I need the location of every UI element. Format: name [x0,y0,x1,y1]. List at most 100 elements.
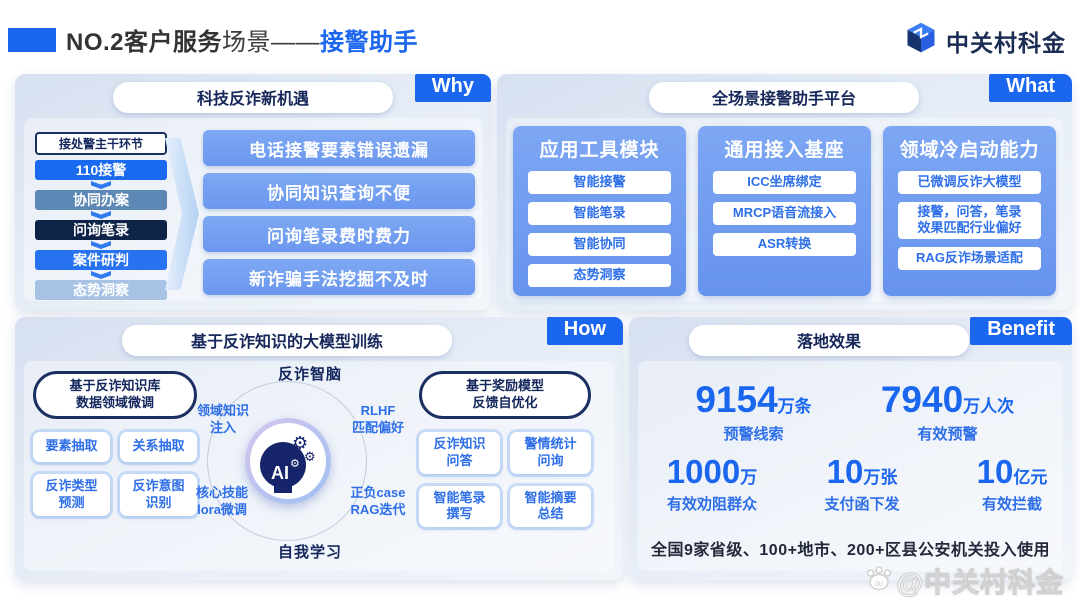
chevron-down-icon [91,271,111,279]
flow-step-insight: 态势洞察 [35,280,167,300]
module-card-title: 通用接入基座 [724,140,845,161]
stat-value: 1000万 [637,453,787,490]
module-item: 已微调反诈大模型 [898,171,1041,194]
title-bold: 客户服务 [124,29,223,56]
stats-row-1: 9154万条 预警线索 7940万人次 有效预警 [629,379,1072,444]
stat-persuaded: 1000万 有效劝阻群众 [637,453,787,514]
flow-header: 接处警主干环节 [35,132,167,155]
stat-number: 7940 [880,379,964,420]
orbit-label-rag: 正负case RAG迭代 [350,485,406,517]
benefit-panel: 落地效果 Benefit 9154万条 预警线索 7940万人次 有效预警 10… [629,317,1072,580]
module-item: 智能笔录 [528,202,671,225]
reward-group: 基于奖励模型 反馈自优化 反诈知识 问答 警情统计 问询 智能笔录 撰写 智能摘… [419,371,591,528]
module-item: 态势洞察 [528,264,671,287]
police-process-flow: 接处警主干环节 110接警 协同办案 问询笔录 案件研判 态势洞察 [35,132,167,300]
stat-value: 7940万人次 [873,379,1023,420]
how-panel: 基于反诈知识的大模型训练 How 基于反诈知识库 数据领域微调 要素抽取 关系抽… [15,317,623,580]
title-number: NO.2 [66,29,125,56]
svg-text:⚙: ⚙ [290,457,300,470]
watermark: du @中关村科金 [864,561,1064,600]
module-card-access: 通用接入基座 ICC坐席绑定 MRCP语音流接入 ASR转换 [698,126,871,296]
flow-step-110: 110接警 [35,160,167,180]
watermark-text: @中关村科金 [896,568,1064,599]
flow-step-collab: 协同办案 [35,190,167,210]
flow-step-analysis: 案件研判 [35,250,167,270]
stat-intercepted: 10亿元 有效拦截 [937,453,1080,514]
stats-row-2: 1000万 有效劝阻群众 10万张 支付函下发 10亿元 有效拦截 [637,453,1064,514]
ai-brain-icon: ⚙ ⚙ ⚙ AI [250,423,326,499]
what-tag: What [989,74,1072,102]
stat-number: 1000 [666,453,741,490]
svg-text:⚙: ⚙ [292,433,308,454]
stat-label: 预警线索 [723,425,784,443]
how-item: 反诈知识 问答 [419,431,500,474]
module-item: 接警，问答，笔录 效果匹配行业偏好 [898,202,1041,239]
how-item: 警情统计 问询 [510,431,591,474]
stat-unit: 万人次 [963,397,1015,416]
finetune-items: 要素抽取 关系抽取 反诈类型 预测 反诈意图 识别 [33,431,197,516]
stat-unit: 万条 [777,397,812,416]
chevron-down-icon [91,241,111,249]
title-accent: 接警助手 [320,29,419,56]
module-item: MRCP语音流接入 [713,202,856,225]
how-item: 关系抽取 [120,431,197,462]
how-item: 反诈意图 识别 [120,473,197,516]
stat-number: 9154 [695,379,778,420]
stat-value: 10万张 [787,454,937,490]
how-panel-title: 基于反诈知识的大模型训练 [122,325,452,356]
stat-value: 10亿元 [937,453,1080,490]
stat-unit: 亿元 [1013,468,1048,487]
stat-label: 有效预警 [917,425,978,443]
chevron-down-icon [91,181,111,189]
company-logo: 中关村科金 [903,20,1066,61]
svg-text:du: du [875,581,883,588]
brain-bottom-label: 自我学习 [277,544,342,561]
finetune-group: 基于反诈知识库 数据领域微调 要素抽取 关系抽取 反诈类型 预测 反诈意图 识别 [33,371,197,516]
reward-group-title: 基于奖励模型 反馈自优化 [419,371,591,419]
finetune-group-title: 基于反诈知识库 数据领域微调 [33,371,197,419]
stat-unit: 万张 [863,468,898,487]
chevron-down-icon [91,211,111,219]
problem-bar: 问询笔录费时费力 [203,216,475,252]
how-item: 反诈类型 预测 [33,473,110,516]
reward-items: 反诈知识 问答 警情统计 问询 智能笔录 撰写 智能摘要 总结 [419,431,591,528]
svg-text:⚙: ⚙ [304,450,316,465]
benefit-panel-inner [638,361,1063,571]
module-card-tools: 应用工具模块 智能接警 智能笔录 智能协同 态势洞察 [513,126,686,296]
how-tag: How [546,317,623,345]
what-panel: 全场景接警助手平台 What 应用工具模块 智能接警 智能笔录 智能协同 态势洞… [497,74,1072,310]
module-card-coldstart: 领域冷启动能力 已微调反诈大模型 接警，问答，笔录 效果匹配行业偏好 RAG反诈… [883,126,1056,296]
page-title: NO.2客户服务场景——接警助手 [66,22,418,57]
how-item: 智能摘要 总结 [510,485,591,528]
platform-modules: 应用工具模块 智能接警 智能笔录 智能协同 态势洞察 通用接入基座 ICC坐席绑… [513,126,1056,296]
logo-text: 中关村科金 [946,29,1066,56]
stat-number: 10 [976,453,1014,490]
problem-bar: 电话接警要素错误遗漏 [203,130,475,166]
module-item: 智能协同 [528,233,671,256]
paw-icon: du [864,564,894,597]
ai-ring: ⚙ ⚙ ⚙ AI [245,418,331,504]
orbit-label-lora: 核心技能 lora微调 [195,485,248,517]
module-item: RAG反诈场景适配 [898,246,1041,270]
stat-label: 有效拦截 [981,495,1042,513]
stat-label: 有效劝阻群众 [666,495,757,513]
how-item: 智能笔录 撰写 [419,485,500,528]
module-item: 智能接警 [528,171,671,194]
orbit-circle [207,381,367,541]
stat-payment-letters: 10万张 支付函下发 [787,454,937,514]
stat-value: 9154万条 [679,379,829,420]
title-dash: —— [271,29,321,56]
stat-label: 支付函下发 [824,495,900,513]
problem-bar: 协同知识查询不便 [203,173,475,209]
what-panel-title: 全场景接警助手平台 [649,82,919,113]
title-accent-block [8,28,56,52]
stat-effective-warnings: 7940万人次 有效预警 [873,379,1023,444]
deployment-footer: 全国9家省级、100+地市、200+区县公安机关投入使用 [651,542,1050,559]
brain-top-label: 反诈智脑 [277,366,342,383]
orbit-label-knowledge: 领域知识 注入 [196,403,249,435]
svg-text:AI: AI [271,463,289,483]
stat-warning-clues: 9154万条 预警线索 [679,379,829,444]
why-panel: 科技反诈新机遇 Why 接处警主干环节 110接警 协同办案 问询笔录 案件研判… [15,74,491,310]
problem-list: 电话接警要素错误遗漏 协同知识查询不便 问询笔录费时费力 新诈骗手法挖掘不及时 [203,130,475,302]
benefit-panel-title: 落地效果 [689,325,969,356]
